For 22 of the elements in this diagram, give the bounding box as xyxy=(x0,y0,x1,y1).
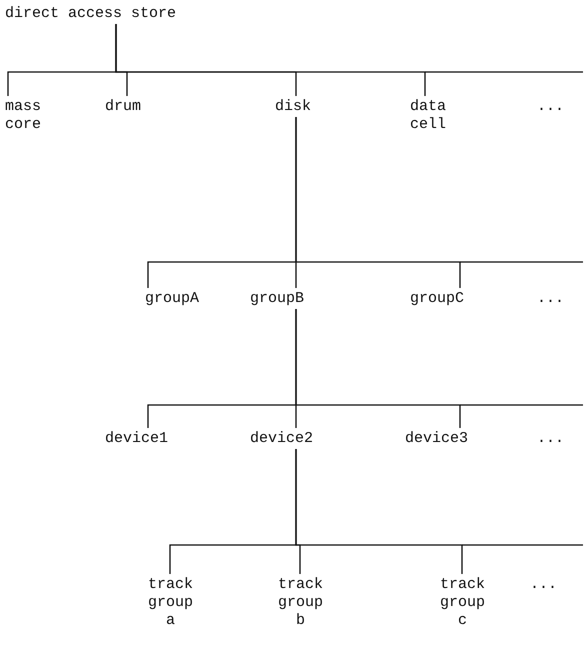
tree-connector xyxy=(295,449,463,574)
node-label: disk xyxy=(275,98,312,116)
ellipsis-text: ... xyxy=(530,576,558,594)
tree-connector xyxy=(295,117,461,288)
node-label: direct access store xyxy=(5,5,176,23)
node-label: mass core xyxy=(5,98,41,134)
node-label: device3 xyxy=(405,430,468,448)
ellipsis-text: ... xyxy=(537,430,564,448)
node-label: groupC xyxy=(410,290,464,308)
node-label: track group a xyxy=(148,576,193,630)
node-label: groupB xyxy=(250,290,304,308)
ellipsis-text: ... xyxy=(537,290,564,308)
node-label: track group c xyxy=(440,576,485,630)
node-label: device1 xyxy=(105,430,168,448)
tree-connector xyxy=(115,24,426,96)
node-label: data cell xyxy=(410,98,446,134)
node-label: device2 xyxy=(250,430,314,448)
ellipsis-text: ... xyxy=(537,98,564,116)
node-label: groupA xyxy=(145,290,200,308)
node-label: track group b xyxy=(278,576,323,630)
tree-connector xyxy=(295,309,461,428)
node-label: drum xyxy=(105,98,142,116)
